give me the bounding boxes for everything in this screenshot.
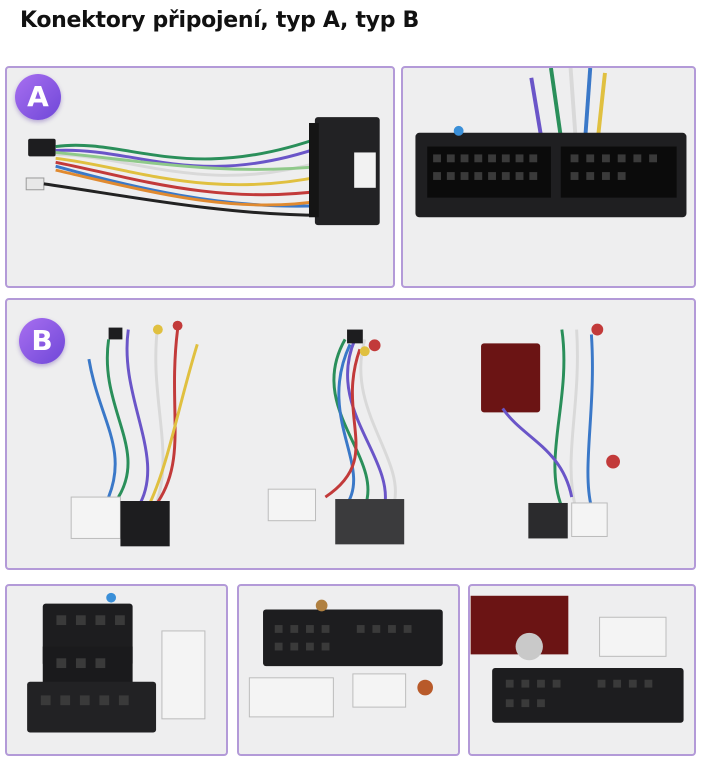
- wire-harness-a-image: [25, 117, 380, 226]
- connector-black-closeup-photo: [237, 584, 460, 756]
- harness-b-photo: B: [5, 298, 696, 570]
- connector-closeup-image: [415, 68, 687, 218]
- connector-black-image: [248, 599, 443, 718]
- connector-canbus-closeup-photo: [468, 584, 696, 756]
- connector-a-closeup-photo: [401, 66, 696, 288]
- iso-connector-closeup-photo: [5, 584, 228, 756]
- badge-a: A: [15, 74, 61, 120]
- iso-connector-image: [27, 592, 206, 733]
- page-title: Konektory připojení, typ A, typ B: [20, 8, 420, 33]
- badge-b: B: [19, 318, 65, 364]
- wire-harness-b-image: [70, 320, 620, 547]
- harness-a-photo: A: [5, 66, 395, 288]
- connector-canbus-image: [470, 595, 684, 723]
